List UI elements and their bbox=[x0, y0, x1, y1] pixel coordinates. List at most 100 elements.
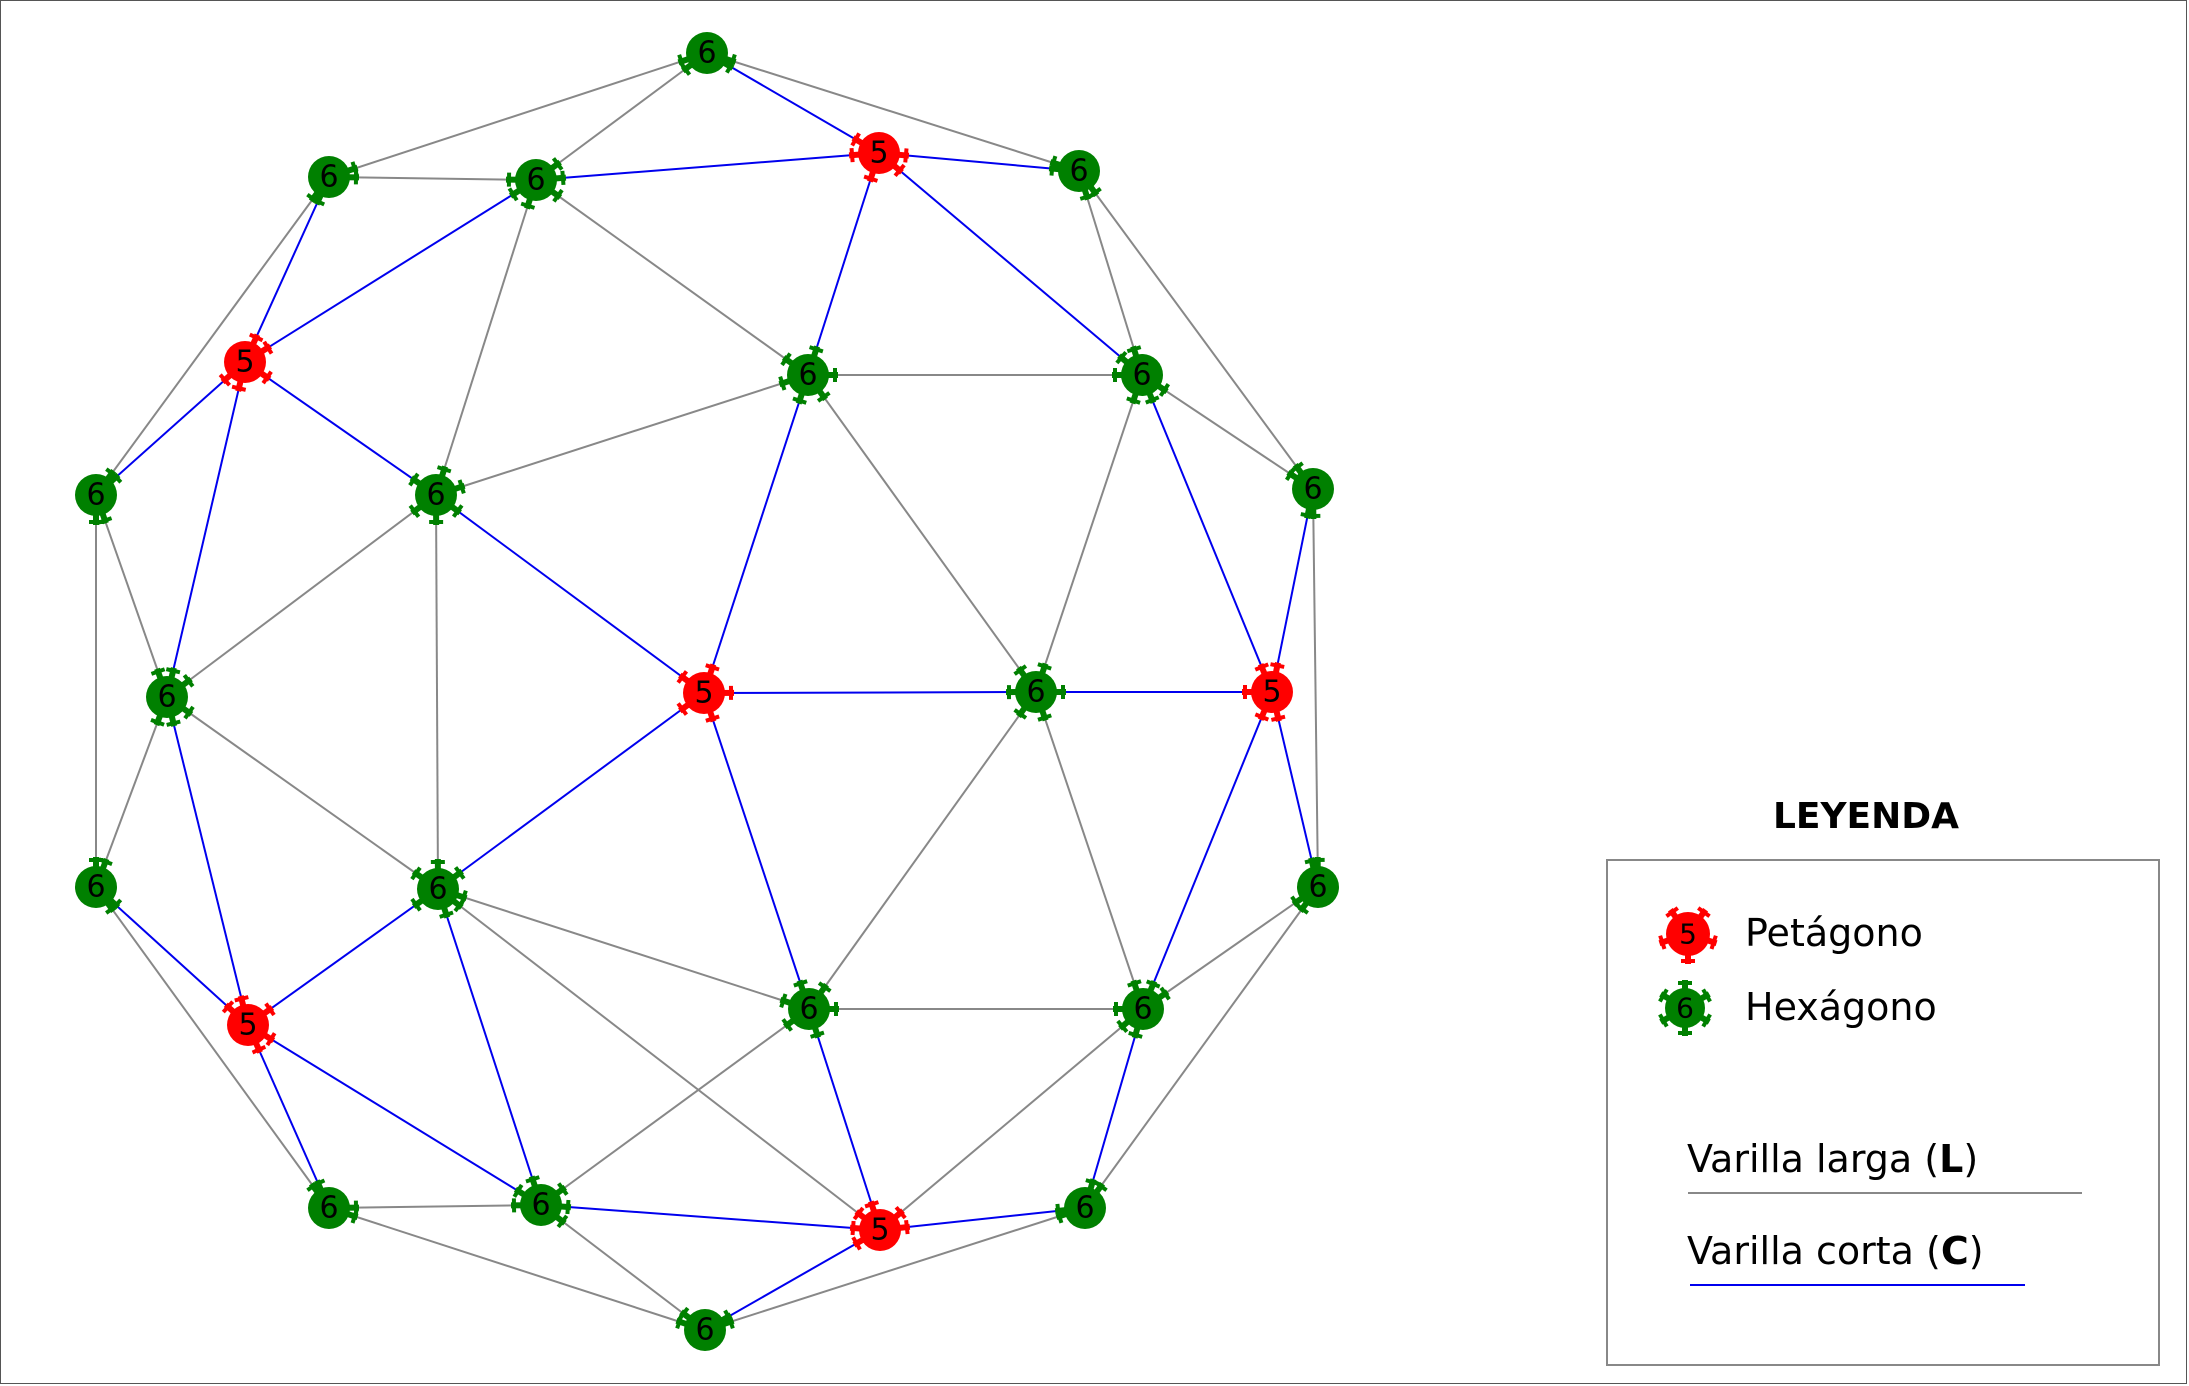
connector-arm-tip bbox=[1658, 935, 1667, 950]
long-rod bbox=[437, 888, 881, 1231]
hexagon-marker-label: 6 bbox=[1676, 992, 1694, 1025]
short-rod-text: Varilla corta ( bbox=[1687, 1229, 1941, 1273]
short-rod bbox=[244, 179, 537, 363]
hexagon-connector: 6 bbox=[675, 1306, 735, 1351]
connector-arm-tip bbox=[679, 62, 692, 76]
legend-hexagon-marker: 6 bbox=[1658, 980, 1712, 1036]
connector-arm-tip bbox=[1145, 395, 1160, 405]
hexagon-connector: 6 bbox=[75, 857, 123, 915]
long-rod bbox=[879, 1008, 1144, 1231]
connector-arm-tip bbox=[728, 53, 737, 69]
pentagon-node bbox=[1251, 671, 1293, 713]
connector-arm-tip bbox=[265, 1032, 277, 1047]
short-rod bbox=[808, 1008, 881, 1231]
short-rod bbox=[1271, 691, 1319, 888]
connector-arm-tip bbox=[410, 897, 422, 912]
connector-arm-tip bbox=[1088, 186, 1102, 199]
long-rod bbox=[540, 1204, 706, 1331]
node-label: 6 bbox=[319, 160, 338, 195]
connector-arm-tip bbox=[507, 187, 519, 202]
long-rod bbox=[328, 52, 708, 178]
long-rod bbox=[1312, 488, 1319, 888]
connector-arm-tip bbox=[264, 1002, 276, 1017]
connector-arm-tip bbox=[793, 979, 808, 988]
connector-arm-tip bbox=[1701, 988, 1712, 1003]
short-rod bbox=[703, 691, 1037, 694]
connector-arm-tip bbox=[251, 1045, 267, 1055]
long-rod bbox=[95, 176, 330, 496]
connector-arm-tip bbox=[350, 1209, 359, 1224]
node-label: 6 bbox=[695, 1313, 714, 1348]
long-rod bbox=[328, 1204, 542, 1209]
connector-arm-tip bbox=[408, 504, 421, 519]
hexagon-connector: 6 bbox=[1113, 979, 1171, 1039]
long-rod bbox=[435, 494, 439, 890]
short-rod bbox=[540, 1204, 881, 1231]
connector-arm-tip bbox=[1658, 1013, 1669, 1028]
connector-arm-tip bbox=[556, 1214, 569, 1229]
node-label: 6 bbox=[1069, 154, 1088, 189]
long-rod bbox=[1141, 374, 1314, 490]
hexagon-node bbox=[75, 866, 117, 908]
hexagon-connector: 6 bbox=[410, 858, 468, 919]
connector-arm-tip bbox=[150, 667, 166, 676]
node-label: 5 bbox=[238, 1008, 257, 1043]
hexagon-connector: 6 bbox=[779, 979, 839, 1039]
connector-arm-tip bbox=[436, 465, 452, 474]
pentagon-connector: 5 bbox=[848, 132, 910, 183]
hexagon-connector: 6 bbox=[146, 667, 195, 727]
connector-arm-tip bbox=[864, 1200, 880, 1209]
long-rod bbox=[1084, 886, 1319, 1209]
legend: LEYENDA 5 Petágono 6 Hexágono Varilla la… bbox=[1606, 796, 2160, 1366]
short-rod bbox=[879, 1207, 1086, 1231]
long-rod bbox=[1035, 691, 1144, 1010]
long-rod bbox=[437, 888, 810, 1010]
hexagon-connector: 6 bbox=[677, 32, 737, 76]
connector-arm-tip bbox=[817, 981, 832, 993]
hexagon-connector: 6 bbox=[408, 465, 466, 526]
long-rod bbox=[1078, 170, 1143, 376]
connector-arm-tip bbox=[863, 174, 879, 183]
pentagon-connector: 5 bbox=[676, 663, 735, 723]
pentagon-node bbox=[858, 132, 900, 174]
node-label: 6 bbox=[157, 680, 176, 715]
pentagon-node bbox=[224, 341, 266, 383]
long-rod bbox=[535, 52, 708, 181]
hexagon-node bbox=[684, 1309, 726, 1351]
hexagon-connector: 6 bbox=[1054, 1178, 1108, 1229]
hexagon-node bbox=[520, 1184, 562, 1226]
node-label: 6 bbox=[531, 1188, 550, 1223]
connector-arm-tip bbox=[705, 714, 720, 723]
pentagon-node bbox=[859, 1209, 901, 1251]
hexagon-connector: 6 bbox=[1284, 461, 1334, 520]
connector-arm-tip bbox=[98, 857, 113, 867]
short-rod bbox=[166, 361, 246, 698]
connector-arm-tip bbox=[182, 673, 195, 688]
connector-arm-tip bbox=[410, 866, 422, 881]
long-rod bbox=[95, 696, 168, 888]
connector-arm-tip bbox=[457, 479, 466, 494]
connector-arm-tip bbox=[231, 384, 247, 392]
hexagon-node bbox=[308, 1187, 350, 1229]
connector-arm-tip bbox=[851, 1236, 862, 1251]
connector-arm-tip bbox=[218, 373, 232, 387]
short-rod bbox=[437, 888, 542, 1206]
long-rod-text: Varilla larga ( bbox=[1687, 1137, 1939, 1181]
pentagon-node bbox=[683, 672, 725, 714]
hexagon-node bbox=[1122, 988, 1164, 1030]
connector-arm-tip bbox=[1665, 906, 1679, 918]
legend-long-rod-label: Varilla larga (L) bbox=[1687, 1137, 1978, 1181]
connector-arm-tip bbox=[1658, 988, 1669, 1003]
hexagon-connector: 6 bbox=[1005, 662, 1066, 722]
pentagon-connector: 5 bbox=[849, 1200, 911, 1251]
connector-arm-tip bbox=[1116, 1019, 1129, 1034]
connector-arm-tip bbox=[850, 132, 861, 147]
long-rod bbox=[95, 494, 168, 698]
hexagon-node bbox=[1058, 150, 1100, 192]
legend-short-rod-label: Varilla corta (C) bbox=[1687, 1229, 1984, 1273]
connector-arm-tip bbox=[816, 391, 831, 403]
hexagon-connector: 6 bbox=[75, 467, 123, 525]
long-rod bbox=[166, 494, 437, 698]
hexagon-node bbox=[787, 354, 829, 396]
connector-arm-tip bbox=[248, 332, 264, 343]
